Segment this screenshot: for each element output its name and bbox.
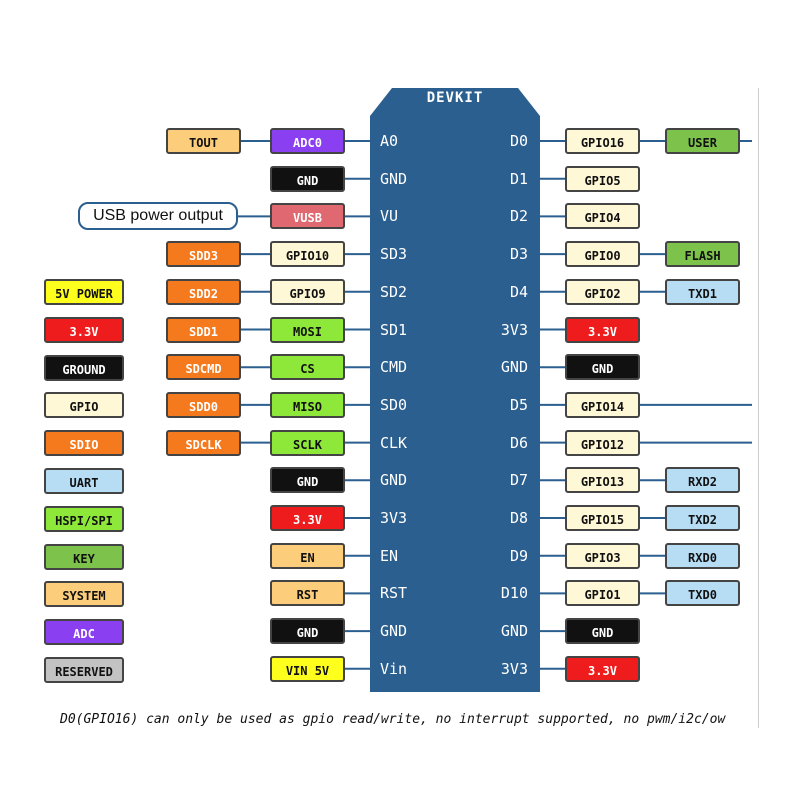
legend-sdio: SDIO xyxy=(44,430,124,457)
board-pin-gnd: GND xyxy=(380,169,408,188)
pin-label-gnd: GND xyxy=(565,618,640,645)
pin-label-rxd2: RXD2 xyxy=(665,467,740,494)
legend-key: KEY xyxy=(44,543,124,570)
board-notch-right xyxy=(518,88,540,116)
pin-label-gnd: GND xyxy=(565,354,640,381)
pin-label-gpio13: GPIO13 xyxy=(565,467,640,494)
board-pin-a0: A0 xyxy=(380,132,399,150)
board-pin-d7: D7 xyxy=(509,471,528,490)
board-pin-3v3: 3V3 xyxy=(500,320,528,339)
legend-ground: GROUND xyxy=(44,354,124,381)
board-pin-rst: RST xyxy=(380,584,408,603)
pin-label-gnd: GND xyxy=(270,467,345,494)
pin-label-sdd1: SDD1 xyxy=(166,316,241,343)
pin-label-sdcmd: SDCMD xyxy=(166,354,241,381)
board-pin-sd3: SD3 xyxy=(380,245,408,264)
board-pin-d0: D0 xyxy=(509,132,528,150)
board-pin-3v3: 3V3 xyxy=(500,659,528,678)
pin-label-gpio15: GPIO15 xyxy=(565,505,640,531)
legend-gpio: GPIO xyxy=(44,392,124,419)
board-pin-gnd: GND xyxy=(380,471,408,490)
pin-label-tout: TOUT xyxy=(166,128,241,154)
legend-uart: UART xyxy=(44,468,124,494)
legend-hspi-spi: HSPI/SPI xyxy=(44,505,124,532)
pin-label-gpio3: GPIO3 xyxy=(565,542,640,569)
legend-5v-power: 5V POWER xyxy=(44,279,124,305)
pin-label-gnd: GND xyxy=(270,165,345,192)
pin-label-sclk: SCLK xyxy=(270,429,345,456)
pin-label-gpio12: GPIO12 xyxy=(565,429,640,456)
pin-label-adc0: ADC0 xyxy=(270,128,345,154)
pin-label-gpio1: GPIO1 xyxy=(565,580,640,607)
pin-label-gnd: GND xyxy=(270,618,345,645)
pin-label-gpio0: GPIO0 xyxy=(565,241,640,268)
usb-power-callout: USB power output xyxy=(78,202,238,230)
footnote: D0(GPIO16) can only be used as gpio read… xyxy=(60,712,726,727)
edge-line xyxy=(758,88,759,728)
pin-label-gpio2: GPIO2 xyxy=(565,278,640,305)
pin-label-gpio16: GPIO16 xyxy=(565,128,640,154)
board-title: DEVKIT xyxy=(426,90,484,106)
pin-label-sdd2: SDD2 xyxy=(166,278,241,305)
board-pin-d4: D4 xyxy=(509,282,528,301)
pin-label-3-3v: 3.3V xyxy=(565,655,640,682)
board-notch-left xyxy=(370,88,392,116)
pin-label-miso: MISO xyxy=(270,391,345,418)
board-pin-d9: D9 xyxy=(509,546,528,565)
pin-label-vin-5v: VIN 5V xyxy=(270,655,345,682)
pin-label-gpio9: GPIO9 xyxy=(270,278,345,305)
board-pin-gnd: GND xyxy=(500,358,528,377)
legend-system: SYSTEM xyxy=(44,581,124,608)
pin-label-mosi: MOSI xyxy=(270,316,345,343)
board-pin-vin: Vin xyxy=(380,659,408,678)
pin-label-cs: CS xyxy=(270,354,345,381)
pin-label-user: USER xyxy=(665,128,740,154)
pin-label-en: EN xyxy=(270,542,345,569)
board-pin-3v3: 3V3 xyxy=(380,509,408,527)
board-pin-sd2: SD2 xyxy=(380,282,408,301)
board-pin-vu: VU xyxy=(380,207,399,226)
board-pin-d5: D5 xyxy=(509,395,528,414)
board-pin-d2: D2 xyxy=(509,207,528,226)
board-pin-d3: D3 xyxy=(509,245,528,264)
pin-label-sdd0: SDD0 xyxy=(166,391,241,418)
board-pin-sd1: SD1 xyxy=(380,320,408,339)
pin-label-3-3v: 3.3V xyxy=(270,505,345,531)
pin-label-sdclk: SDCLK xyxy=(166,429,241,456)
board-pin-d8: D8 xyxy=(509,509,528,527)
board-pin-cmd: CMD xyxy=(380,358,408,377)
pin-label-sdd3: SDD3 xyxy=(166,241,241,268)
pin-label-txd2: TXD2 xyxy=(665,505,740,531)
pin-label-vusb: VUSB xyxy=(270,203,345,230)
pin-label-gpio4: GPIO4 xyxy=(565,203,640,230)
board-pin-d6: D6 xyxy=(509,433,528,452)
pin-label-rxd0: RXD0 xyxy=(665,542,740,569)
legend-adc: ADC xyxy=(44,619,124,646)
pin-label-gpio14: GPIO14 xyxy=(565,391,640,418)
board-pin-sd0: SD0 xyxy=(380,395,408,414)
pin-label-3-3v: 3.3V xyxy=(565,316,640,343)
board-pin-gnd: GND xyxy=(380,622,408,641)
pin-label-rst: RST xyxy=(270,580,345,607)
legend-reserved: RESERVED xyxy=(44,657,124,683)
pin-label-gpio10: GPIO10 xyxy=(270,241,345,268)
board-pin-d10: D10 xyxy=(500,584,528,603)
pin-label-gpio5: GPIO5 xyxy=(565,165,640,192)
board-pin-gnd: GND xyxy=(500,622,528,641)
pin-label-txd0: TXD0 xyxy=(665,580,740,607)
board-pin-en: EN xyxy=(380,546,399,565)
legend-3-3v: 3.3V xyxy=(44,316,124,343)
devkit-board: DEVKIT xyxy=(370,88,540,692)
pin-label-flash: FLASH xyxy=(665,241,740,268)
board-pin-d1: D1 xyxy=(509,169,528,188)
board-pin-clk: CLK xyxy=(380,433,408,452)
pin-label-txd1: TXD1 xyxy=(665,278,740,305)
